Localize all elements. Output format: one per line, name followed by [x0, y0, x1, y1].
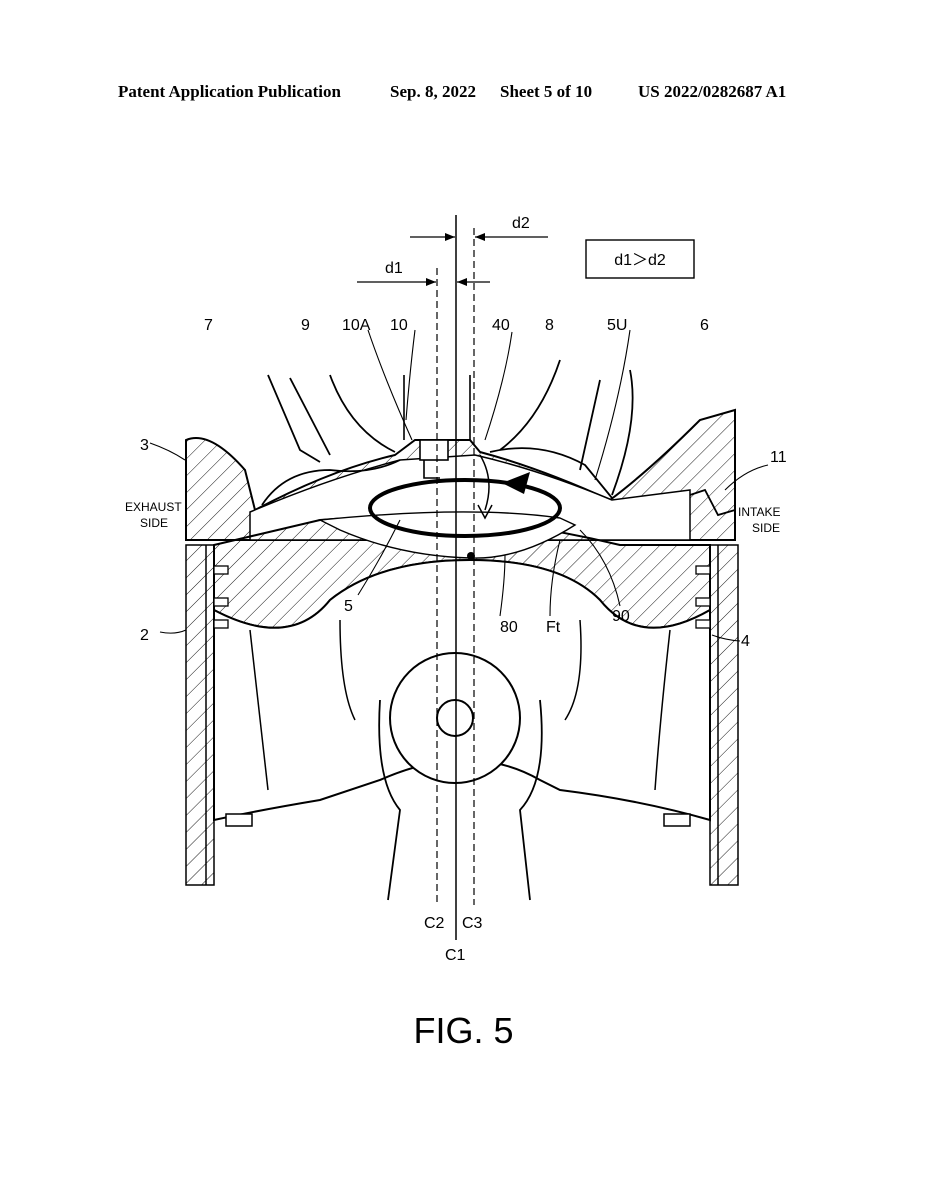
ref-80: 80 [500, 619, 518, 636]
ref-10A: 10A [342, 317, 371, 334]
publication-date: Sep. 8, 2022 [390, 82, 476, 101]
ref-4: 4 [741, 633, 750, 650]
ref-3: 3 [140, 437, 149, 454]
label-d2: d2 [512, 215, 530, 232]
leader-lines [149, 329, 769, 642]
intake-side-label-line2: SIDE [752, 521, 780, 535]
label-d1: d1 [385, 260, 403, 277]
ref-40: 40 [492, 317, 510, 334]
publication-type: Patent Application Publication [118, 82, 341, 101]
ref-C1: C1 [445, 947, 466, 964]
patent-number: US 2022/0282687 A1 [638, 82, 787, 101]
ref-5: 5 [344, 598, 353, 615]
ref-9: 9 [301, 317, 310, 334]
ref-11: 11 [770, 449, 787, 466]
ref-10: 10 [390, 317, 408, 334]
connecting-rod [378, 652, 543, 901]
ref-90: 90 [612, 608, 630, 625]
relation-text: d1＞d2 [614, 252, 666, 269]
center-lines [436, 215, 475, 940]
sheet-number: Sheet 5 of 10 [500, 82, 593, 101]
tumble-flow [368, 454, 562, 560]
exhaust-side-label-line2: SIDE [140, 516, 168, 530]
figure-caption: FIG. 5 [413, 1010, 514, 1051]
ref-2: 2 [140, 627, 149, 644]
intake-side-label-line1: INTAKE [738, 505, 780, 519]
ref-C3: C3 [462, 915, 483, 932]
valves [261, 359, 736, 517]
ref-5U: 5U [607, 317, 627, 334]
ref-Ft: Ft [546, 619, 561, 636]
exhaust-side-label-line1: EXHAUST [125, 500, 182, 514]
ref-6: 6 [700, 317, 709, 334]
relation-box [585, 239, 695, 279]
ref-C2: C2 [424, 915, 445, 932]
ref-8: 8 [545, 317, 554, 334]
dimension-arrows [357, 233, 548, 286]
ref-7: 7 [204, 317, 213, 334]
